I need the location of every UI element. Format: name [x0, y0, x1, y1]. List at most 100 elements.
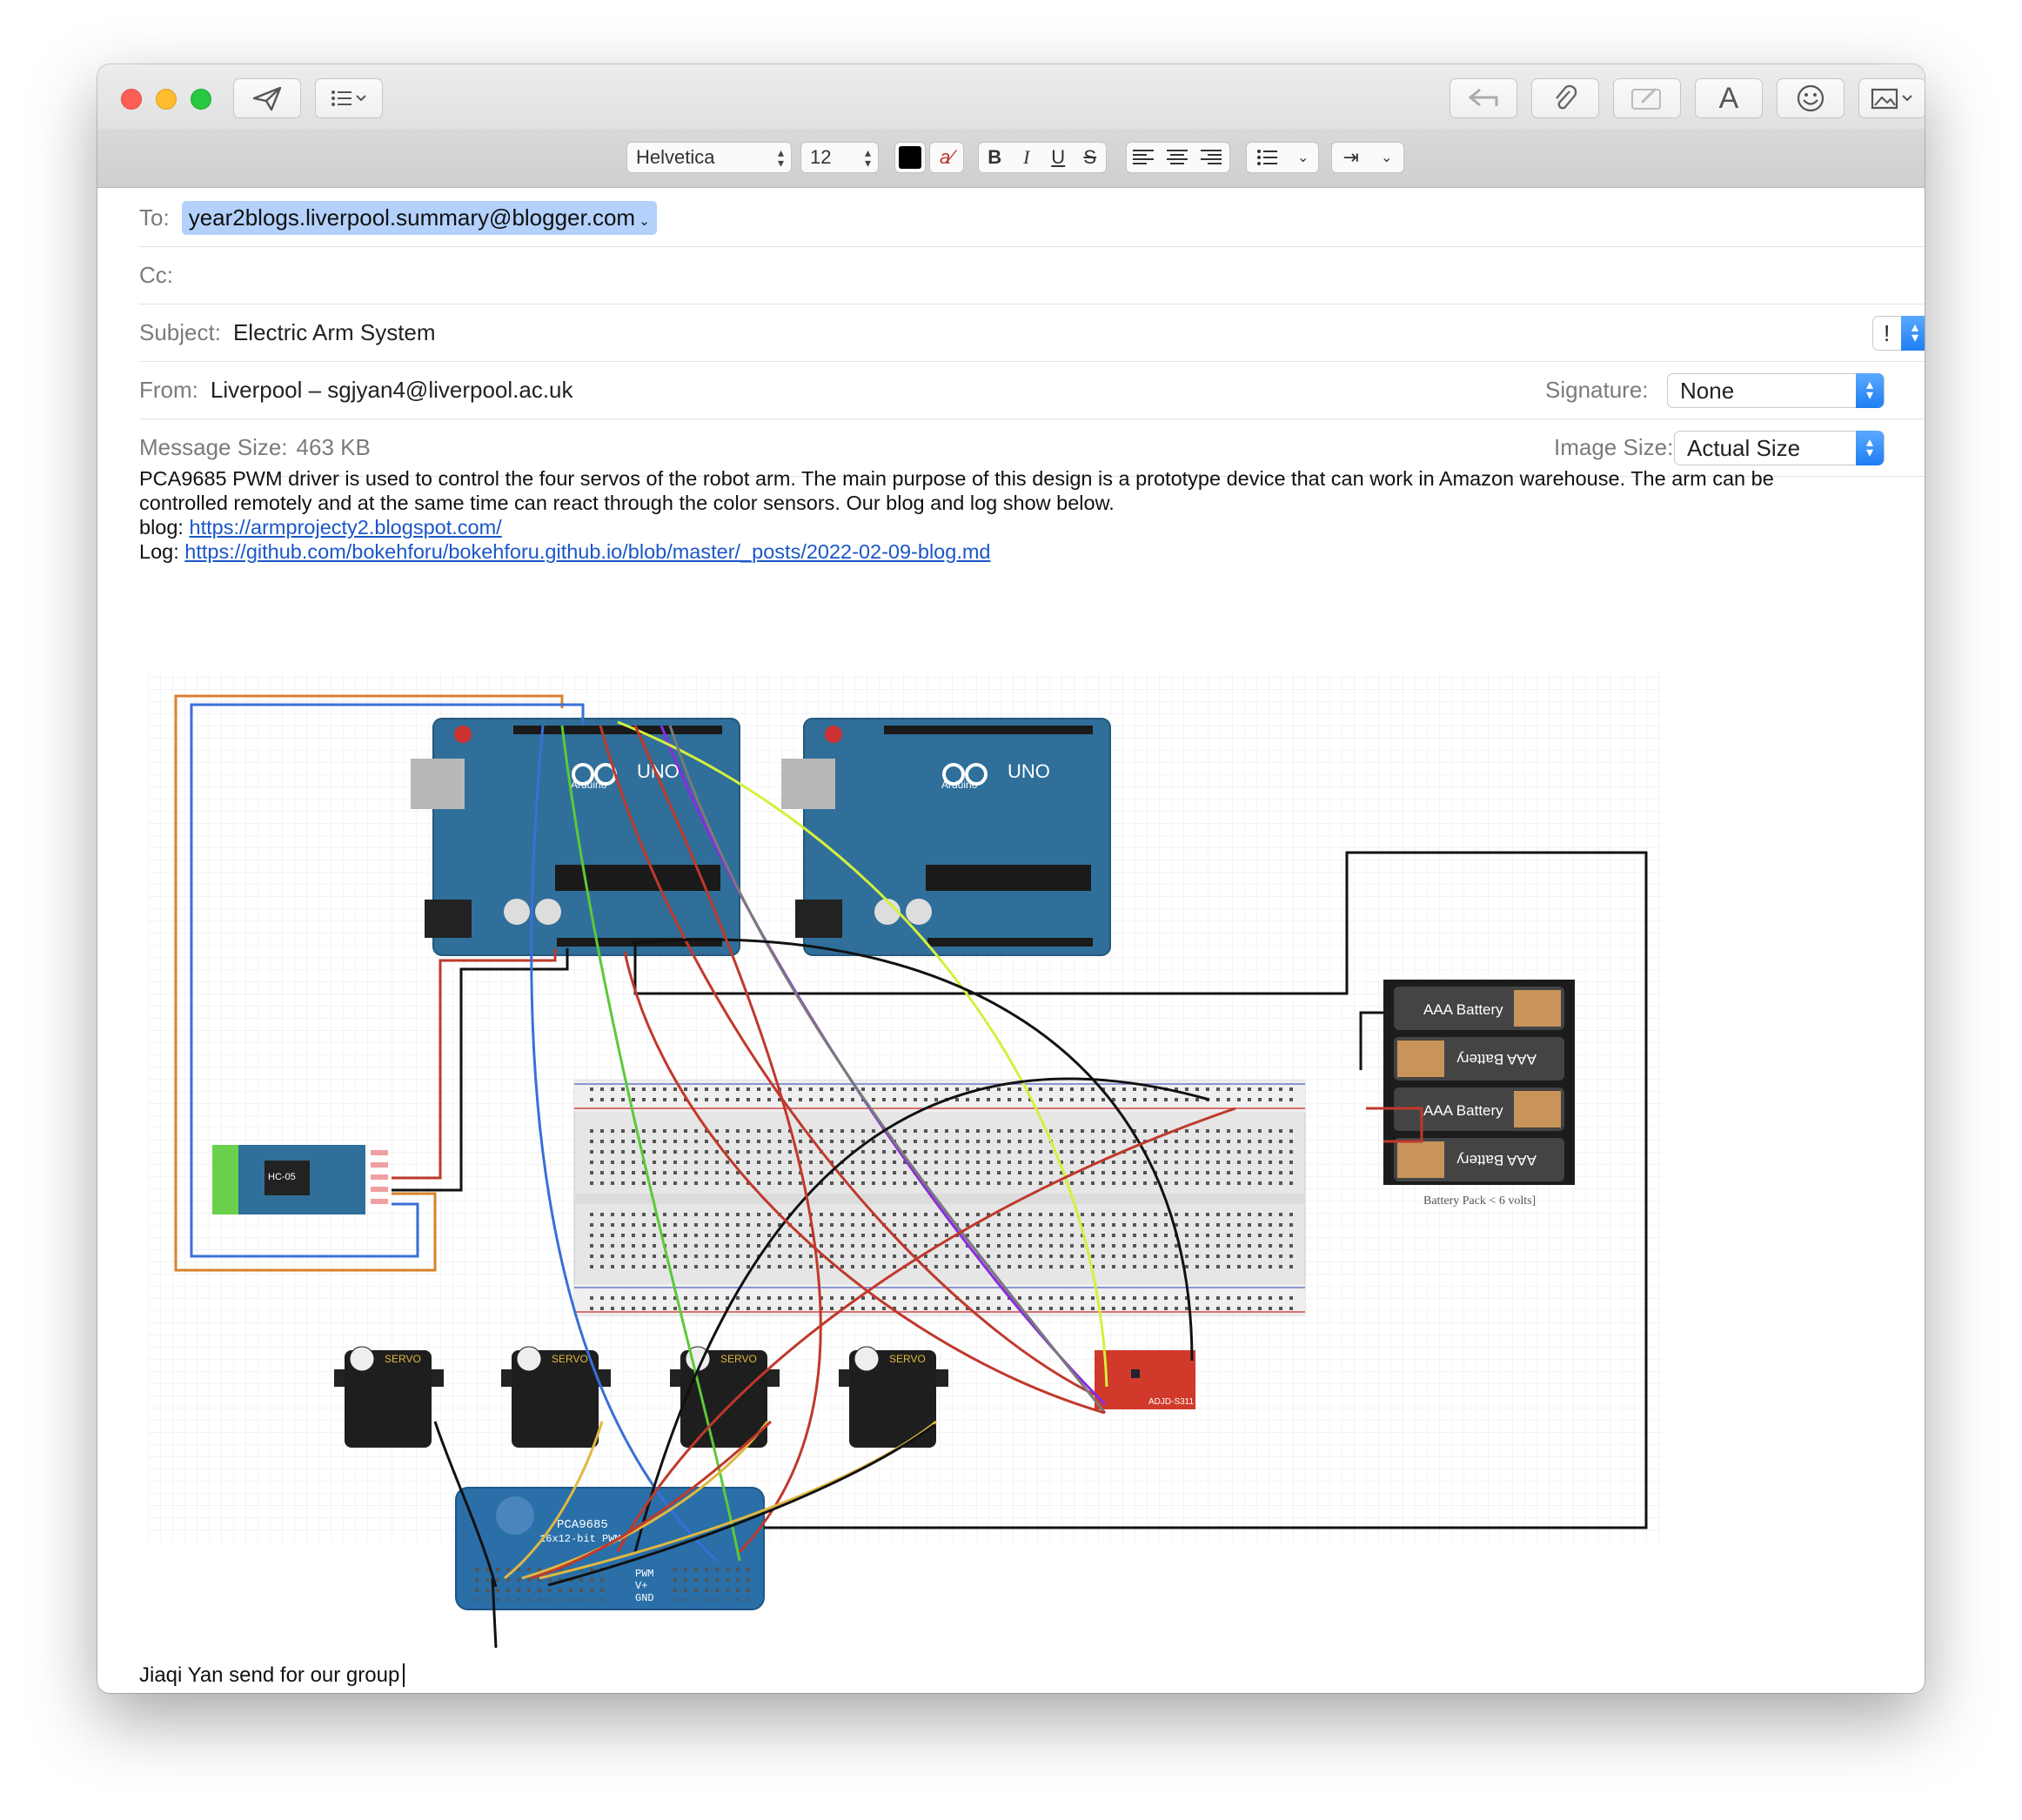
battery-label-4: AAA Battery: [1456, 1152, 1537, 1168]
image-size-label: Image Size:: [1554, 434, 1674, 460]
wire-black-arc2: [633, 1077, 1210, 1553]
chevron-down-icon: ⌄: [635, 214, 650, 229]
close-button[interactable]: [121, 89, 142, 110]
driver-pwm-label: PWM: [635, 1568, 654, 1580]
battery-label-1: AAA Battery: [1423, 1001, 1503, 1018]
pca9685-driver: PCA9685 16x12-bit PWM PWM V+ GND: [455, 1487, 765, 1610]
chevron-down-icon: ⌄: [1381, 151, 1393, 165]
stepper-icon: ▴▾: [864, 145, 871, 170]
markup-icon: [1631, 87, 1661, 110]
wire-black-bb: [1359, 1011, 1383, 1070]
servo-1: SERVO: [334, 1346, 444, 1448]
battery-label-2: AAA Battery: [1456, 1051, 1537, 1067]
markup-button[interactable]: [1613, 78, 1681, 118]
align-right-icon[interactable]: [1201, 149, 1223, 166]
hc05-bluetooth-module: HC-05: [212, 1145, 388, 1214]
mail-compose-window: A Helvetica ▴▾ 12 ▴▾ a⁄ B I U S ⌄ ⇥ ⌄: [97, 64, 1925, 1693]
sensor-label: ADJD-S311: [1148, 1397, 1194, 1407]
image-size-select[interactable]: Actual Size ▴▾: [1674, 431, 1885, 465]
bold-button[interactable]: B: [988, 146, 1002, 168]
from-label: From:: [139, 377, 198, 403]
chevron-down-icon: ⌄: [1296, 151, 1309, 165]
paperclip-icon: [1556, 84, 1577, 110]
minimize-button[interactable]: [156, 89, 177, 110]
font-size-select[interactable]: 12 ▴▾: [800, 142, 879, 173]
driver-black-drop: [491, 1577, 498, 1649]
blog-label: blog:: [139, 516, 184, 539]
driver-label: PCA9685: [557, 1518, 608, 1532]
log-line: Log: https://github.com/bokehforu/bokehf…: [139, 539, 1862, 564]
wire-red-b: [616, 1107, 1236, 1553]
wire-blue-bt: [190, 703, 585, 1258]
driver-sub-label: 16x12-bit PWM: [539, 1533, 621, 1545]
message-size-value: 463 KB: [296, 434, 371, 460]
photo-browser-button[interactable]: [1858, 78, 1925, 118]
to-recipient-address: year2blogs.liverpool.summary@blogger.com: [188, 204, 636, 231]
to-row: To: year2blogs.liverpool.summary@blogger…: [139, 190, 1925, 247]
servo-label: SERVO: [720, 1353, 757, 1365]
subject-label: Subject:: [139, 319, 221, 345]
cc-field[interactable]: [185, 258, 1925, 293]
battery-label-3: AAA Battery: [1423, 1102, 1503, 1119]
style-group: B I U S: [978, 142, 1107, 173]
wire-orange: [174, 694, 564, 1272]
message-size-label: Message Size:: [139, 434, 288, 460]
blog-link[interactable]: https://armprojecty2.blogspot.com/: [189, 516, 502, 539]
to-recipient-token[interactable]: year2blogs.liverpool.summary@blogger.com…: [181, 201, 657, 235]
background-color-button[interactable]: a⁄: [929, 142, 964, 173]
paper-plane-icon: [252, 86, 282, 111]
italic-button[interactable]: I: [1023, 146, 1030, 168]
servo-wire-3: [521, 1421, 769, 1580]
servo-wire-5: [530, 1420, 773, 1580]
log-link[interactable]: https://github.com/bokehforu/bokehforu.g…: [184, 540, 991, 563]
signature-value: None: [1680, 377, 1735, 404]
align-left-icon[interactable]: [1132, 149, 1155, 166]
align-center-icon[interactable]: [1166, 149, 1189, 166]
indent-select[interactable]: ⇥ ⌄: [1331, 142, 1404, 173]
wire-black-arc: [631, 938, 1194, 1362]
indent-icon: ⇥: [1342, 146, 1359, 168]
wire-red-bb: [1366, 1107, 1423, 1143]
circuit-diagram-image: Arduino UNO Arduino UNO: [148, 672, 1662, 1649]
wire-red-a: [599, 725, 1101, 1399]
arduino-model-text: UNO: [1008, 760, 1050, 782]
signature-select[interactable]: None ▴▾: [1667, 373, 1885, 408]
list-style-select[interactable]: ⌄: [1246, 142, 1319, 173]
wire-gray: [668, 725, 1107, 1414]
wire-red-d: [623, 951, 1106, 1415]
body-paragraph: PCA9685 PWM driver is used to control th…: [139, 467, 1774, 514]
priority-select[interactable]: ! ▴▾: [1872, 316, 1925, 351]
from-select[interactable]: Liverpool – sgjyan4@liverpool.ac.uk: [210, 377, 573, 403]
driver-vplus-label: V+: [635, 1580, 647, 1592]
send-button[interactable]: [233, 78, 301, 118]
text-color-button[interactable]: [894, 142, 926, 173]
subject-field[interactable]: Electric Arm System: [232, 319, 436, 345]
log-label: Log:: [139, 540, 179, 563]
stepper-icon: ▴▾: [1856, 431, 1884, 465]
header-fields-button[interactable]: [315, 78, 383, 118]
message-body[interactable]: PCA9685 PWM driver is used to control th…: [139, 467, 1862, 564]
battery-pack-caption: Battery Pack < 6 volts]: [1423, 1194, 1536, 1208]
strikethrough-button[interactable]: S: [1083, 146, 1097, 168]
signature-text: Jiaqi Yan send for our group: [139, 1663, 400, 1687]
blog-line: blog: https://armprojecty2.blogspot.com/: [139, 515, 1862, 539]
alignment-group: [1126, 142, 1230, 173]
servo-2: SERVO: [501, 1346, 611, 1448]
font-family-select[interactable]: Helvetica ▴▾: [626, 142, 792, 173]
format-button[interactable]: A: [1695, 78, 1763, 118]
zoom-button[interactable]: [191, 89, 211, 110]
cc-label: Cc:: [139, 262, 173, 288]
to-label: To:: [139, 204, 170, 231]
reply-button[interactable]: [1450, 78, 1517, 118]
attach-button[interactable]: [1531, 78, 1599, 118]
breadboard: [573, 1080, 1306, 1316]
battery-pack: AAA Battery AAA Battery AAA Battery AAA …: [1383, 980, 1575, 1208]
priority-value: !: [1884, 319, 1891, 346]
emoji-button[interactable]: [1777, 78, 1845, 118]
font-size-value: 12: [810, 146, 832, 168]
servo-label: SERVO: [889, 1353, 926, 1365]
underline-button[interactable]: U: [1051, 146, 1066, 168]
driver-gnd-label: GND: [635, 1592, 654, 1604]
bt-module-label: HC-05: [268, 1172, 296, 1182]
bullet-list-icon: [1256, 150, 1277, 165]
